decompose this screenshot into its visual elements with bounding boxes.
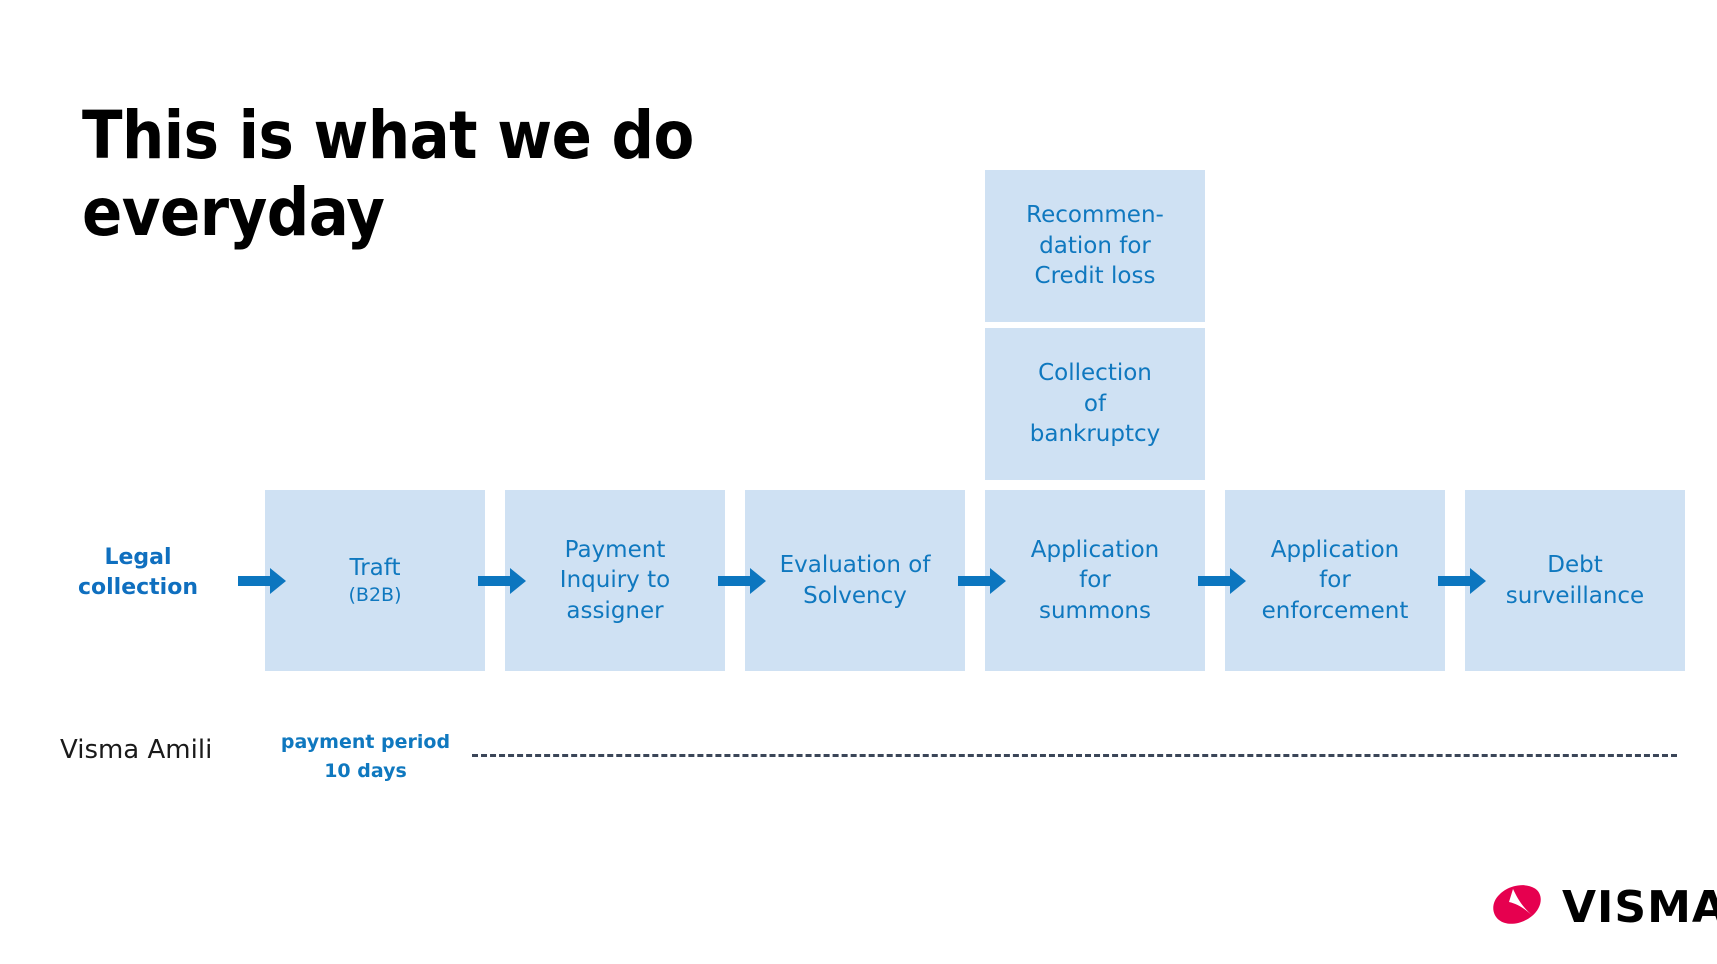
flow-box-debt-surveillance[interactable]: Debt surveillance [1465,490,1685,671]
flow-box-application-for-summons[interactable]: Application for summons [985,490,1205,671]
timeline-dashed-line [472,754,1677,757]
flow-box-evaluation-of-solvency[interactable]: Evaluation of Solvency [745,490,965,671]
visma-wordmark: VISMA [1562,882,1717,933]
arrow-right-icon-3 [718,566,766,596]
arrow-right-icon-1 [238,566,286,596]
flow-box-recommendation-credit-loss[interactable]: Recommen- dation for Credit loss [985,170,1205,322]
arrow-right-icon-5 [1198,566,1246,596]
flow-box-application-for-enforcement[interactable]: Application for enforcement [1225,490,1445,671]
arrow-right-icon-6 [1438,566,1486,596]
flow-box-traft[interactable]: Traft (B2B) [265,490,485,671]
footer-product-label: Visma Amili [60,735,213,765]
flow-box-payment-inquiry[interactable]: Payment Inquiry to assigner [505,490,725,671]
payment-period-note: payment period 10 days [280,731,451,782]
page-title: This is what we do everyday [82,97,694,251]
visma-leaf-icon [1492,884,1548,932]
row-label-legal-collection: Legal collection [77,545,199,600]
flow-box-collection-of-bankruptcy[interactable]: Collection of bankruptcy [985,328,1205,480]
arrow-right-icon-2 [478,566,526,596]
flow-box-traft-label: Traft [349,554,401,581]
flow-box-traft-sublabel: (B2B) [348,584,402,607]
visma-logo: VISMA [1492,884,1717,932]
arrow-right-icon-4 [958,566,1006,596]
